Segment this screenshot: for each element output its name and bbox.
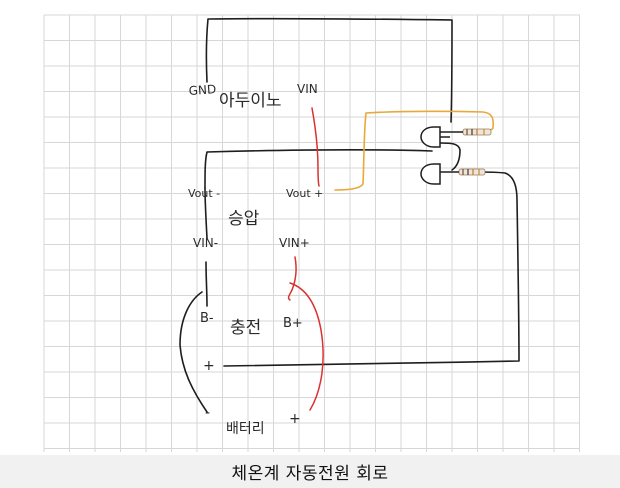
vin-plus-label: VIN+ — [279, 236, 310, 250]
battery-minus-wire — [179, 291, 208, 413]
black-wires — [179, 17, 520, 413]
resistor-top — [462, 128, 492, 136]
booster-name-label: 승압 — [228, 209, 260, 229]
vout-plus-orange-wire — [334, 110, 495, 191]
booster-left-wire — [204, 187, 208, 239]
arduino-vin-label: VIN — [297, 82, 318, 96]
transistor-bottom — [420, 163, 459, 185]
transistor-link-wire — [439, 142, 461, 171]
arduino-outline-wire — [205, 17, 453, 123]
battery-plus-red-wire — [289, 282, 324, 411]
vout-plus-label: Vout + — [286, 187, 323, 200]
b-plus-label: B+ — [283, 316, 303, 331]
figure-caption: 체온계 자동전원 회로 — [231, 464, 389, 484]
battery-name-label: 배터리 — [226, 421, 265, 437]
red-wires — [287, 107, 324, 411]
charger-name-label: 충전 — [230, 318, 261, 338]
graph-paper-grid — [43, 14, 580, 452]
b-minus-label: B- — [200, 311, 214, 326]
vout-minus-label: Vout - — [188, 187, 220, 200]
vin-plus-red-wire — [287, 256, 297, 301]
transistor-top — [420, 126, 463, 148]
vin-minus-wire — [205, 261, 208, 307]
arduino-gnd-label: GND — [188, 82, 216, 98]
vout-minus-top-wire — [204, 149, 433, 189]
arduino-name-label: 아두이노 — [219, 91, 282, 111]
vin-minus-label: VIN- — [193, 236, 218, 250]
resistor-bottom — [458, 168, 486, 176]
battery-plus-sign: + — [289, 411, 301, 427]
charger-plus-return-wire — [223, 171, 520, 367]
charger-plus-sign: + — [203, 358, 215, 374]
arduino-vin-red-wire — [311, 107, 320, 187]
battery-minus-sign: - — [205, 405, 210, 421]
caption-bar: 체온계 자동전원 회로 — [0, 455, 620, 488]
